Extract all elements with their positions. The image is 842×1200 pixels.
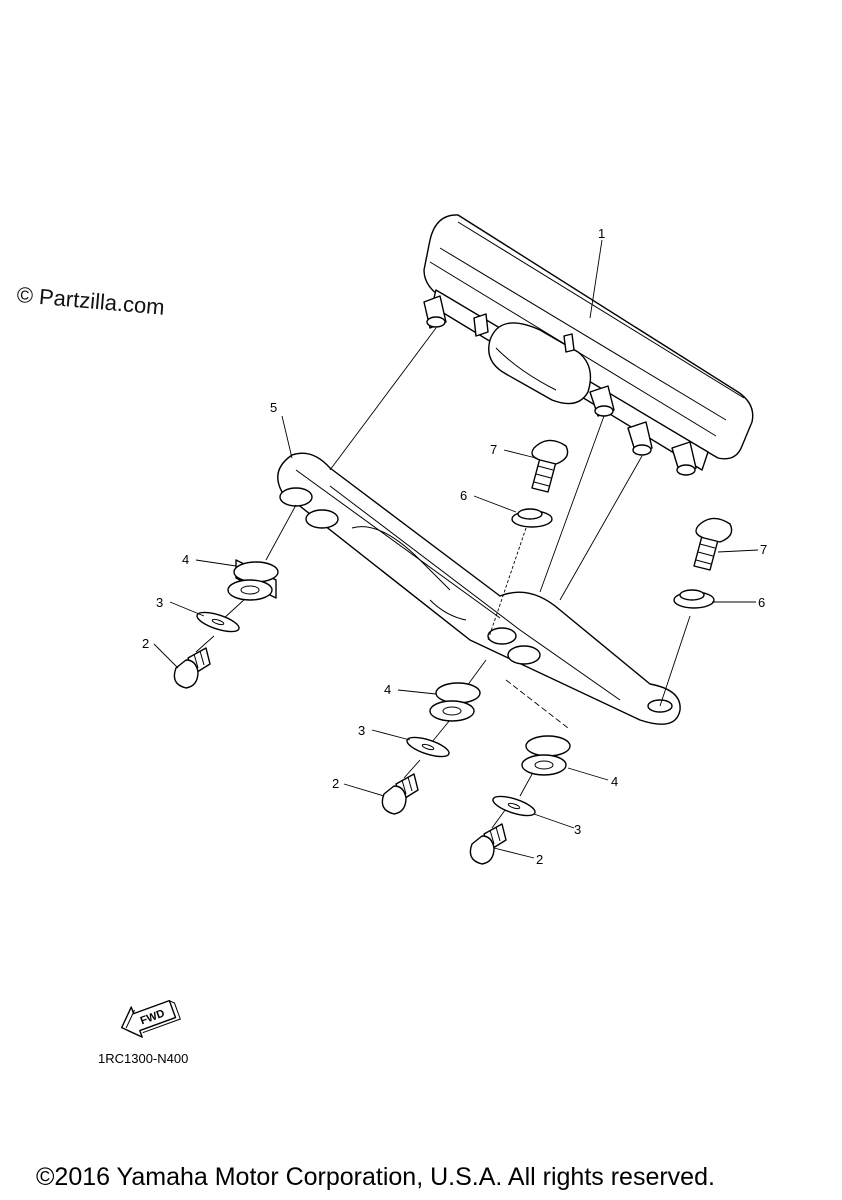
bolt-2-center xyxy=(381,773,419,815)
meter-boss-left xyxy=(423,295,447,329)
callout-6-right: 6 xyxy=(758,595,765,610)
callout-6-center: 6 xyxy=(460,488,467,503)
bolt-2-left xyxy=(173,647,211,689)
callout-4-right: 4 xyxy=(611,774,618,789)
grommet-left xyxy=(227,559,279,601)
callout-4-left: 4 xyxy=(182,552,189,567)
callout-3-right: 3 xyxy=(574,822,581,837)
meter-bracket xyxy=(277,452,681,725)
washer-center xyxy=(406,736,450,758)
meter-boss-right xyxy=(627,421,697,476)
bolt-2-right xyxy=(469,823,507,865)
meter-assembly xyxy=(423,214,754,476)
callout-2-right: 2 xyxy=(536,852,543,867)
grommet-center xyxy=(429,682,481,722)
callout-3-center: 3 xyxy=(358,723,365,738)
leader-lines xyxy=(153,239,759,859)
bolt-7-right xyxy=(693,517,733,571)
callout-2-center: 2 xyxy=(332,776,339,791)
callout-7-right: 7 xyxy=(760,542,767,557)
callout-2-left: 2 xyxy=(142,636,149,651)
copyright-notice: ©2016 Yamaha Motor Corporation, U.S.A. A… xyxy=(36,1163,715,1191)
collar-right xyxy=(673,589,715,609)
grommet-right xyxy=(521,735,571,776)
drawing-code: 1RC1300-N400 xyxy=(98,1051,189,1066)
forward-arrow-icon: FWD xyxy=(120,999,181,1038)
callout-1: 1 xyxy=(598,226,605,241)
callout-7-center: 7 xyxy=(490,442,497,457)
washer-left xyxy=(196,611,240,633)
callout-4-center: 4 xyxy=(384,682,391,697)
callout-3-left: 3 xyxy=(156,595,163,610)
callout-labels: 1 5 7 6 4 3 2 4 3 2 7 6 4 3 2 xyxy=(142,226,767,867)
bolt-7-center xyxy=(531,439,569,493)
callout-5: 5 xyxy=(270,400,277,415)
collar-center xyxy=(511,508,553,528)
washer-right xyxy=(492,795,536,817)
